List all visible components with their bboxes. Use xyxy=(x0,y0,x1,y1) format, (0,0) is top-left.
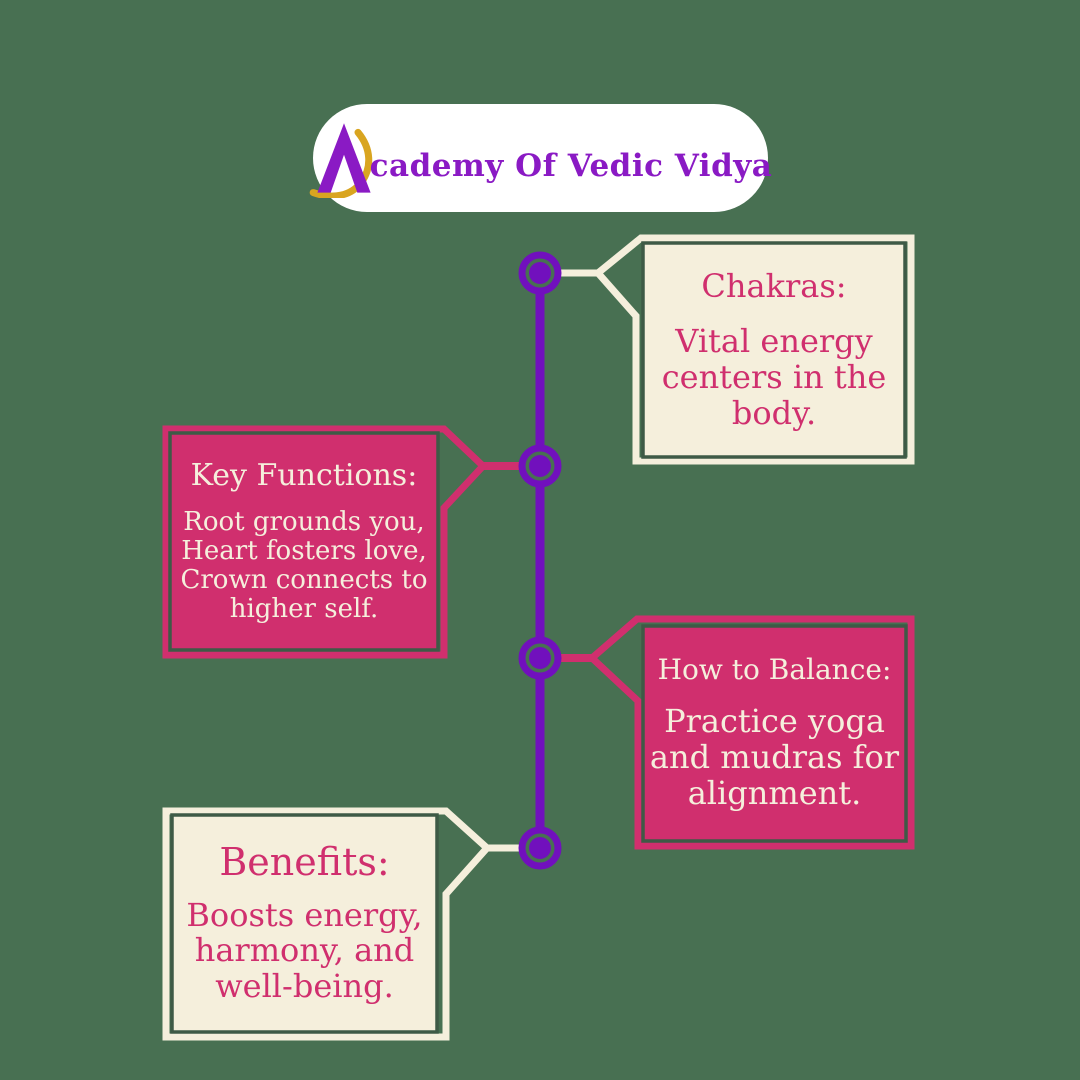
callout-how-to-balance-heading: How to Balance: xyxy=(657,653,892,687)
callout-outline-how-to-balance xyxy=(586,615,915,850)
callout-key-functions-body: Root grounds you, Heart fosters love, Cr… xyxy=(180,506,428,625)
callout-box-chakras xyxy=(641,241,907,459)
callout-box-benefits xyxy=(170,813,439,1034)
callout-benefits-body: Boosts energy, harmony, and well-being. xyxy=(186,895,423,1006)
timeline-node-2 xyxy=(518,444,562,488)
callout-outline-benefits xyxy=(162,807,492,1041)
callout-outline-chakras xyxy=(592,234,915,465)
logo-a-icon xyxy=(309,123,372,198)
brand-pill: cademy Of Vedic Vidya xyxy=(309,104,772,212)
timeline-node-3 xyxy=(518,636,562,680)
brand-name: cademy Of Vedic Vidya xyxy=(369,148,773,184)
callout-key-functions-heading: Key Functions: xyxy=(190,457,418,493)
callout-box-how-to-balance xyxy=(641,624,908,843)
callout-key-functions: Key Functions: Root grounds you, Heart f… xyxy=(170,433,438,650)
timeline-node-1 xyxy=(518,251,562,295)
callout-benefits-heading: Benefits: xyxy=(219,839,390,884)
callout-benefits: Benefits: Boosts energy, harmony, and we… xyxy=(172,815,437,1032)
callout-how-to-balance-body: Practice yoga and mudras for alignment. xyxy=(649,702,900,812)
callout-chakras-body: Vital energy centers in the body. xyxy=(661,321,887,432)
callout-box-key-functions xyxy=(168,431,440,652)
timeline-node-4 xyxy=(518,826,562,870)
callout-outline-key-functions xyxy=(162,425,488,659)
callout-how-to-balance: How to Balance: Practice yoga and mudras… xyxy=(643,626,906,841)
logo-a-letter xyxy=(317,123,371,193)
callout-chakras-heading: Chakras: xyxy=(701,266,847,305)
callout-chakras: Chakras: Vital energy centers in the bod… xyxy=(643,243,905,457)
